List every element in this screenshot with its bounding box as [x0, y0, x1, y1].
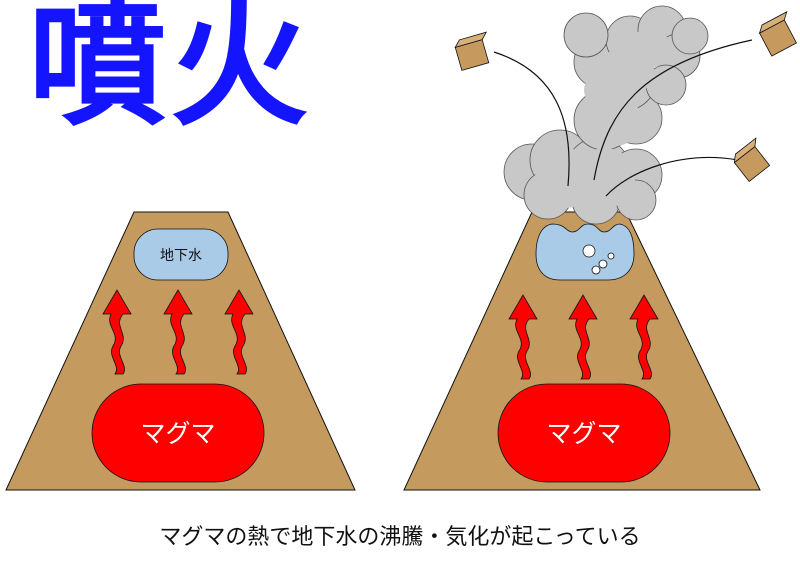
volcanic-rock-icon: [733, 137, 771, 183]
steam-bubble-icon: [591, 265, 601, 275]
volcanic-rock-icon: [758, 11, 798, 57]
left-volcano: 地下水 マグマ: [5, 211, 356, 491]
caption: マグマの熱で地下水の沸騰・気化が起こっている: [159, 525, 641, 550]
steam-bubble-icon: [607, 252, 615, 260]
steam-bubble-icon: [582, 244, 596, 258]
steam-bubble-icon: [598, 259, 608, 269]
volcanic-rock-icon: [454, 31, 490, 71]
page-title: 噴火: [28, 0, 313, 145]
left-groundwater: [133, 228, 229, 281]
left-magma: [91, 383, 265, 483]
left-magma-label: マグマ: [140, 419, 215, 448]
right-volcano: マグマ: [403, 5, 798, 491]
right-magma-label: マグマ: [546, 419, 621, 448]
left-groundwater-label: 地下水: [160, 248, 202, 264]
right-magma: [497, 383, 671, 483]
